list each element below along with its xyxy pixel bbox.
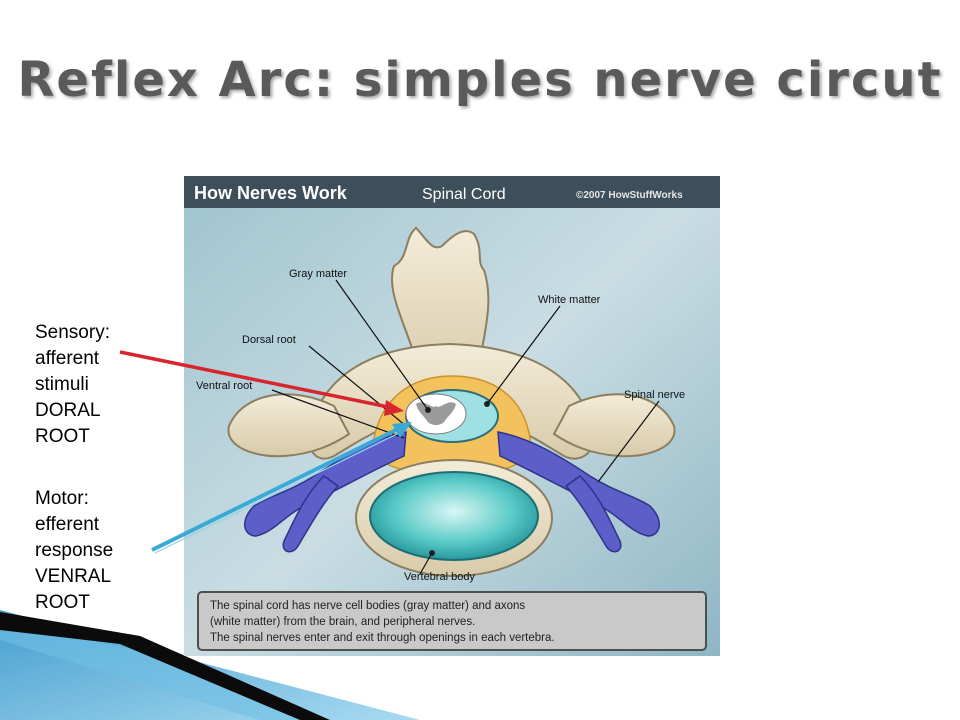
label-vertebral-body: Vertebral body — [404, 571, 475, 583]
motor-annotation: Motor: efferent response VENRAL ROOT — [35, 486, 113, 616]
sensory-annotation: Sensory: afferent stimuli DORAL ROOT — [35, 320, 110, 450]
sensory-arrow — [119, 350, 404, 416]
spinal-nerve-left-branch — [282, 475, 340, 553]
sensory-line-2: afferent — [35, 348, 100, 369]
caption-line-3: The spinal nerves enter and exit through… — [210, 632, 555, 644]
motor-arrow — [151, 422, 412, 554]
diagram-header-bar — [184, 176, 720, 208]
transverse-process-right — [552, 393, 676, 458]
vertebral-body-disc — [369, 471, 539, 561]
label-spinal-nerve: Spinal nerve — [624, 389, 685, 401]
caption-line-1: The spinal cord has nerve cell bodies (g… — [210, 600, 525, 612]
transverse-process-left — [227, 393, 351, 458]
motor-line-5: ROOT — [35, 592, 90, 613]
label-dorsal-root: Dorsal root — [242, 334, 296, 346]
spinal-cord-diagram: How Nerves Work Spinal Cord ©2007 HowStu… — [184, 176, 720, 656]
sensory-line-5: ROOT — [35, 426, 90, 447]
sensory-line-3: stimuli — [35, 374, 89, 395]
sensory-line-1: Sensory: — [35, 322, 110, 343]
label-ventral-root: Ventral root — [196, 380, 252, 392]
header-copyright: ©2007 HowStuffWorks — [576, 190, 683, 201]
label-gray-matter: Gray matter — [289, 268, 347, 280]
slide-decoration — [0, 610, 420, 720]
motor-line-1: Motor: — [35, 488, 89, 509]
header-how-nerves-work: How Nerves Work — [194, 183, 348, 203]
motor-line-2: efferent — [35, 514, 100, 535]
spinal-nerve-right-branch — [564, 475, 622, 553]
header-spinal-cord: Spinal Cord — [422, 186, 506, 203]
sensory-line-4: DORAL — [35, 400, 101, 421]
motor-line-4: VENRAL — [35, 566, 112, 587]
caption-box — [197, 591, 707, 651]
caption-line-2: (white matter) from the brain, and perip… — [210, 616, 475, 628]
slide-title: Reflex Arc: simples nerve circut — [17, 52, 943, 108]
motor-line-3: response — [35, 540, 114, 561]
label-white-matter: White matter — [538, 294, 601, 306]
